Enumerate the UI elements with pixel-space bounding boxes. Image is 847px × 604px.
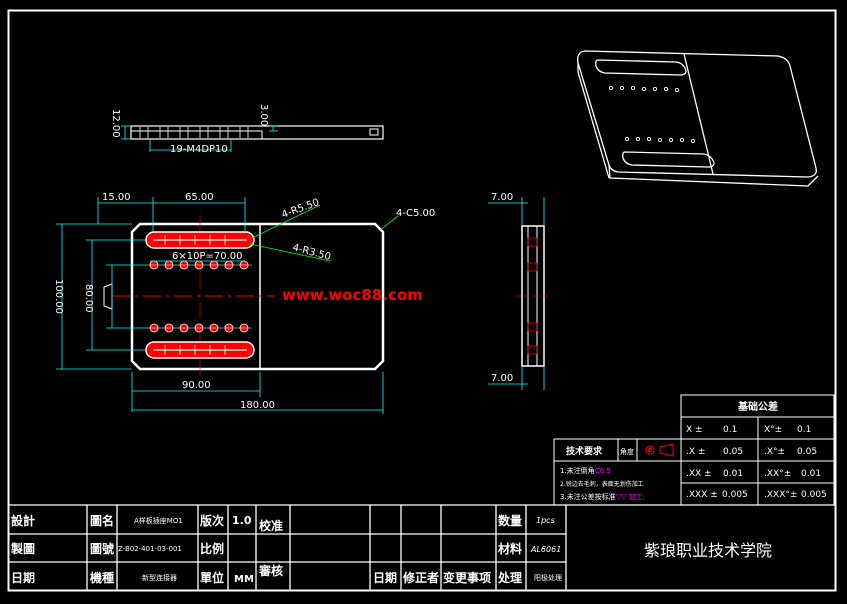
dim-hole-pitch: 6×10P=70.00 xyxy=(172,251,243,262)
label-drawing: 製圖 xyxy=(10,541,35,556)
radius-leaders xyxy=(249,204,399,262)
side-view-dimensions xyxy=(488,197,545,390)
label-drawing-no: 圖號 xyxy=(90,541,114,556)
tol-right-value: 0.05 xyxy=(797,447,817,457)
dim-top-step: 3.00 xyxy=(258,104,269,126)
iso-top-slot xyxy=(595,59,687,76)
label-revision: 版次 xyxy=(200,513,224,528)
value-unit: MM xyxy=(234,574,254,585)
value-drawing-name: A样板插座MO1 xyxy=(134,516,183,525)
tech-item-highlight: ▽▽ 加工; xyxy=(616,492,645,501)
tol-left-label: .XXX ± xyxy=(686,490,718,500)
iso-top-face xyxy=(577,50,817,178)
isometric-view xyxy=(577,50,819,187)
label-quantity: 数量 xyxy=(498,513,522,528)
side-view: 7.00 7.00 xyxy=(488,192,550,390)
dim-side-bottom: 7.00 xyxy=(491,373,513,384)
plate-outline xyxy=(130,222,385,371)
school-name: 紫琅职业技术学院 xyxy=(644,541,772,560)
label-date2: 日期 xyxy=(373,570,397,585)
tol-left-label: .XX ± xyxy=(686,469,712,479)
dim-top-holes: 19-M4DP10 xyxy=(170,144,228,155)
dim-chamfer: 4-C5.00 xyxy=(396,208,435,219)
dim-total-height: 100.00 xyxy=(53,279,64,314)
side-view-holes xyxy=(527,237,538,355)
tolerance-title: 基础公差 xyxy=(737,400,778,413)
tech-item: 2.锐边去毛刺，表面无划伤加工 xyxy=(560,480,644,488)
dim-top-height: 12.00 xyxy=(110,109,121,138)
sheet-border xyxy=(7,9,837,592)
tech-item: 1.未注倒角C0.5 xyxy=(560,466,611,475)
top-view: 12.00 3.00 19-M4DP10 xyxy=(110,104,384,155)
value-quantity: 1pcs xyxy=(536,516,555,525)
tolerance-table: 基础公差 X ± 0.1 X°± 0.1 .X ± 0.05 .X°± 0.05… xyxy=(680,394,835,506)
dim-left-margin: 15.00 xyxy=(102,192,131,203)
front-view-dimensions xyxy=(56,197,384,414)
top-view-outline xyxy=(130,125,384,140)
top-view-end-slot xyxy=(369,128,379,136)
top-view-thread-holes xyxy=(139,127,249,138)
label-model: 機種 xyxy=(90,570,114,585)
tol-right-value: 0.01 xyxy=(801,469,821,479)
top-slot xyxy=(145,231,255,249)
label-scale: 比例 xyxy=(200,541,224,556)
tech-title: 技术要求 xyxy=(566,445,603,457)
hole-crosshairs xyxy=(146,264,252,329)
iso-holes-top xyxy=(608,85,680,93)
iso-front-edge xyxy=(608,164,819,187)
label-check: 校准 xyxy=(259,518,283,533)
tol-right-value: 0.005 xyxy=(801,490,827,500)
tol-left-label: X ± xyxy=(686,425,703,435)
tol-left-value: 0.01 xyxy=(723,469,743,479)
tol-left-value: 0.1 xyxy=(723,425,737,435)
iso-holes-bottom xyxy=(624,136,696,144)
dim-side-top: 7.00 xyxy=(491,192,513,203)
label-design: 設計 xyxy=(11,513,35,528)
label-date: 日期 xyxy=(11,570,35,585)
watermark: www.woc88.com xyxy=(282,286,423,304)
tol-right-value: 0.1 xyxy=(797,425,811,435)
value-model: 新型连接器 xyxy=(142,573,177,582)
label-modifier: 修正者 xyxy=(402,570,439,585)
tol-left-value: 0.05 xyxy=(723,447,743,457)
value-process: 阳极处理 xyxy=(534,573,562,582)
side-notch xyxy=(103,283,113,310)
top-view-dimensions xyxy=(121,125,278,152)
title-block: 設計 製圖 日期 圖名 圖號 機種 A样板插座MO1 Z-B02-401-03-… xyxy=(8,504,834,590)
dim-inner-radius: 4-R3.50 xyxy=(291,242,332,263)
label-change: 变更事项 xyxy=(443,570,491,585)
tol-right-label: .X°± xyxy=(764,447,785,457)
tech-item-highlight: C0.5 xyxy=(595,467,611,475)
label-process: 处理 xyxy=(497,570,522,585)
dim-half-width: 90.00 xyxy=(182,380,211,391)
front-view: 15.00 65.00 4-R5.50 4-R3.50 4-C5.00 6×10… xyxy=(53,192,435,414)
tol-right-label: X°± xyxy=(764,425,782,435)
value-drawing-no: Z-B02-401-03-001 xyxy=(118,545,182,553)
tol-right-label: .XXX°± xyxy=(764,490,797,500)
iso-edge xyxy=(577,71,610,179)
tol-left-label: .X ± xyxy=(686,447,705,457)
label-unit: 單位 xyxy=(200,570,224,585)
label-drawing-name: 圖名 xyxy=(90,513,114,528)
tech-item: 3.未注公差按标准▽▽ 加工; xyxy=(560,492,645,501)
label-material: 材料 xyxy=(497,541,522,556)
value-material: AL6061 xyxy=(530,545,561,554)
tol-left-value: 0.005 xyxy=(722,490,748,500)
label-audit: 審核 xyxy=(258,563,283,578)
iso-groove-line xyxy=(683,53,714,175)
bottom-slot xyxy=(145,341,255,359)
dim-inner-height: 80.00 xyxy=(83,284,94,313)
projection-symbol xyxy=(645,443,674,457)
value-revision: 1.0 xyxy=(232,514,252,527)
dim-outer-radius: 4-R5.50 xyxy=(280,197,321,221)
projection-label: 角度 xyxy=(620,447,634,456)
dim-slot-width: 65.00 xyxy=(185,192,214,203)
tech-requirements: 技术要求 角度 1.未注倒角C0.5 2.锐边去毛刺，表面无划伤加工 3.未注公… xyxy=(553,438,682,506)
tol-right-label: .XX°± xyxy=(764,469,791,479)
dim-total-width: 180.00 xyxy=(240,400,275,411)
iso-bottom-slot xyxy=(622,151,715,168)
